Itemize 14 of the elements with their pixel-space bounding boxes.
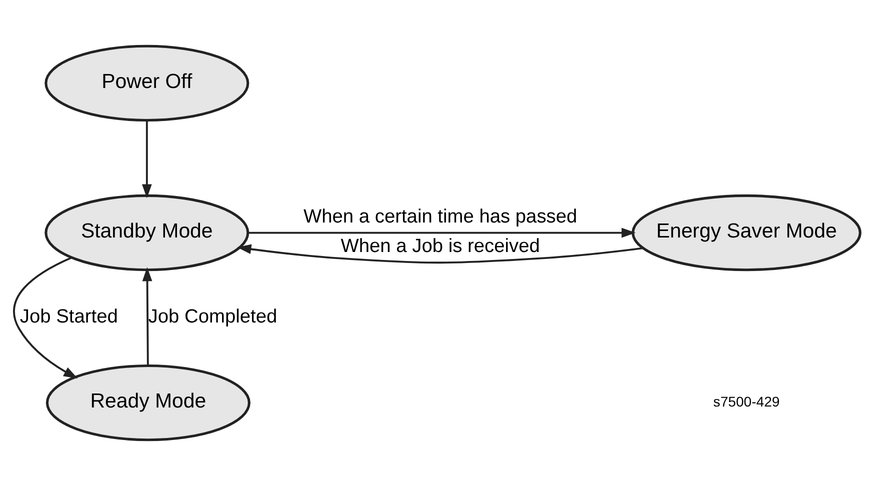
arrow (13, 256, 78, 378)
node-ellipse: Power Off (44, 44, 250, 122)
node-ellipse: Ready Mode (46, 364, 250, 441)
edge-label: When a certain time has passed (304, 206, 578, 228)
edge-label: When a Job is received (340, 235, 540, 256)
arrow (237, 244, 643, 264)
arrow (248, 227, 636, 238)
arrow (142, 266, 152, 366)
arrow (142, 120, 152, 198)
node-ellipse: Energy Saver Mode (632, 194, 862, 271)
edge-label: Job Completed (148, 306, 278, 327)
node-ellipse: Standby Mode (44, 194, 250, 271)
edge-label: Job Started (20, 306, 118, 327)
label: s7500-429 (713, 392, 780, 409)
